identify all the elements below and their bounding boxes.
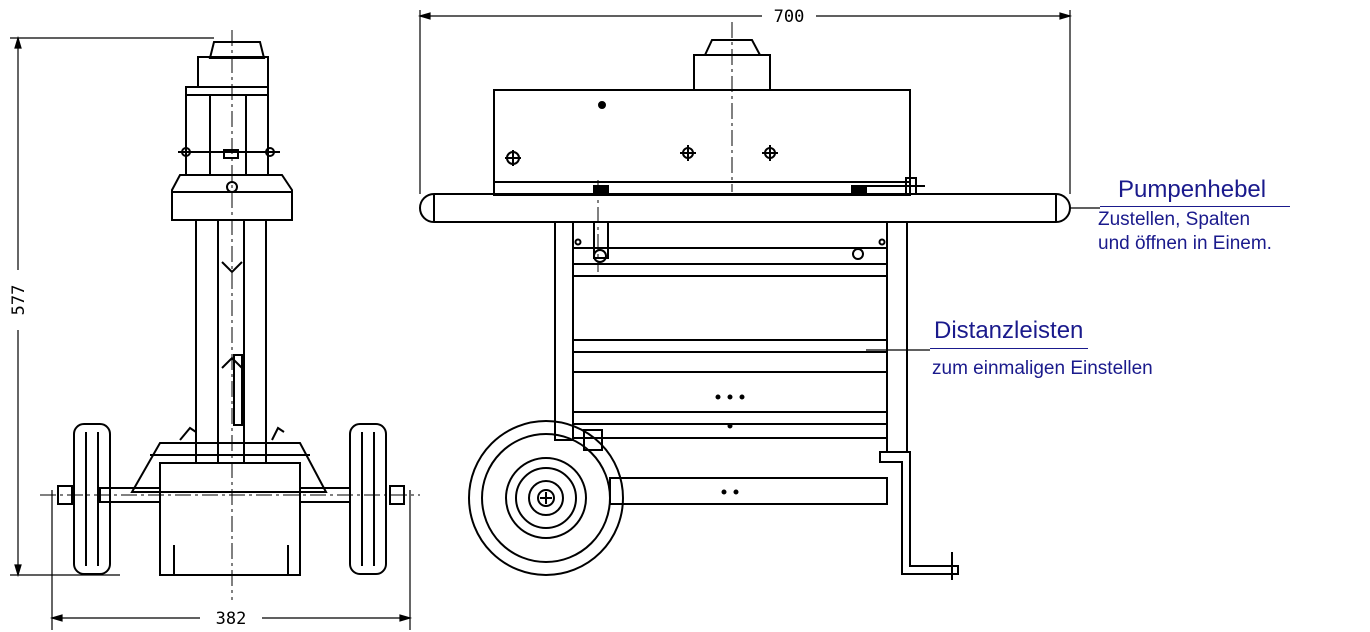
callout-distanzleisten-line-1: zum einmaligen Einstellen [932,358,1153,379]
side-wheel [468,420,624,576]
front-pump-housing [197,56,269,88]
dim-width-bottom: 382 [216,609,247,629]
side-frame-leg-right [886,221,908,453]
front-base-bracket [130,442,328,493]
front-pump-cap [208,41,266,59]
front-post [195,219,267,464]
front-view [57,41,405,576]
side-main-housing [493,89,911,183]
side-view [419,39,1071,580]
dim-height-left: 577 [9,285,29,316]
callout-pumpenhebel-underline [1100,206,1290,207]
front-upper-column [185,86,269,176]
side-frame-leg-left [554,221,574,441]
callout-pumpenhebel-title: Pumpenhebel [1118,176,1267,203]
front-bolt-left [181,147,191,157]
side-foot [879,451,959,575]
callout-distanzleisten-underline [930,348,1088,349]
callout-pumpenhebel-line-1: Zustellen, Spalten [1098,209,1251,230]
front-base-box [159,462,301,576]
side-table-board [419,193,1071,223]
front-head-block [171,174,293,221]
callout-distanzleisten-title: Distanzleisten [934,317,1084,344]
dimension-lines [10,10,1100,630]
front-wheel-left [73,423,111,575]
front-wheel-right [349,423,387,575]
dim-width-top: 700 [774,7,805,27]
front-bolt-right [265,147,275,157]
distance-bar [572,339,888,353]
callout-pumpenhebel-line-2: und öffnen in Einem. [1098,233,1272,254]
